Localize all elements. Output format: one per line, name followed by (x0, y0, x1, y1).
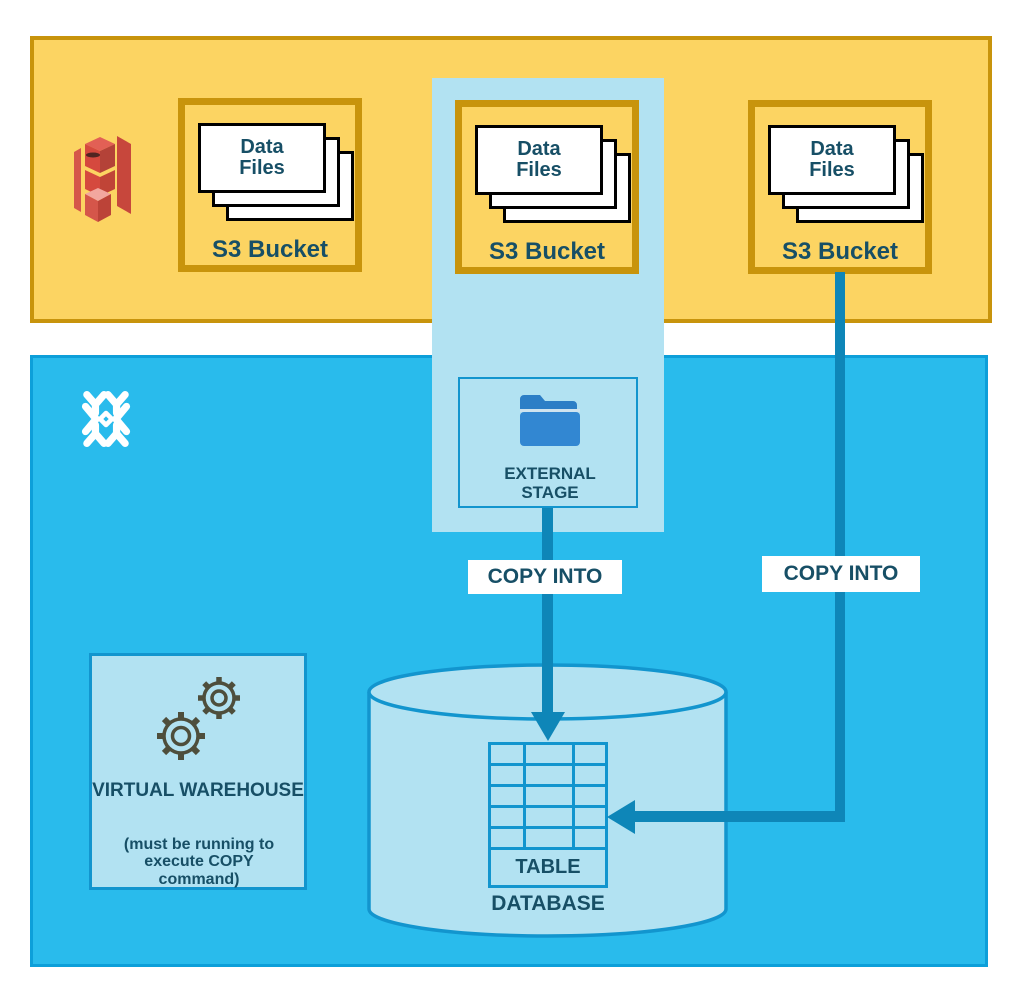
table-cell (575, 787, 605, 805)
table-label: TABLE (491, 850, 605, 885)
table-cell (526, 766, 572, 784)
data-files-label: Data Files (516, 138, 562, 181)
data-files-stack: Data Files (198, 123, 356, 223)
data-files-label: Data Files (239, 136, 285, 179)
table-cell (526, 745, 572, 763)
table-cell (526, 808, 572, 826)
table-cell (575, 745, 605, 763)
snowflake-logo-icon (81, 390, 131, 448)
data-files-stack: Data Files (768, 125, 926, 225)
table-cell (491, 745, 523, 763)
data-file-card: Data Files (198, 123, 326, 193)
virtual-warehouse-box: VIRTUAL WAREHOUSE (must be running to ex… (89, 653, 307, 890)
copy-arrow-left-head (531, 712, 565, 741)
table-cell (575, 829, 605, 847)
s3-bucket-label: S3 Bucket (211, 236, 329, 263)
table-cell (491, 787, 523, 805)
table-cell (526, 787, 572, 805)
table-cell (575, 808, 605, 826)
copy-into-label-left: COPY INTO (468, 560, 622, 594)
copy-arrow-right-vertical-shaft (835, 272, 845, 822)
data-files-stack: Data Files (475, 125, 633, 225)
copy-arrow-right-horizontal-shaft (634, 811, 845, 822)
s3-bucket-box-2: Data Files S3 Bucket (455, 100, 639, 274)
copy-into-label-right: COPY INTO (762, 556, 920, 592)
data-file-card: Data Files (768, 125, 896, 195)
s3-bucket-label: S3 Bucket (488, 238, 606, 265)
database-label: DATABASE (491, 892, 605, 915)
table-cell (526, 829, 572, 847)
s3-bucket-label: S3 Bucket (781, 238, 899, 265)
folder-icon (520, 395, 580, 446)
virtual-warehouse-label: VIRTUAL WAREHOUSE (92, 780, 304, 801)
table-cell (491, 808, 523, 826)
s3-bucket-box-1: Data Files S3 Bucket (178, 98, 362, 272)
external-stage-box: EXTERNAL STAGE (458, 377, 638, 508)
data-files-label: Data Files (809, 138, 855, 181)
aws-s3-bucket-icon (74, 136, 131, 222)
gears-icon (157, 677, 240, 760)
table-cell (575, 766, 605, 784)
copy-arrow-left-shaft (542, 508, 553, 714)
copy-arrow-right-head (607, 800, 635, 834)
table-cell (491, 766, 523, 784)
data-file-card: Data Files (475, 125, 603, 195)
external-stage-label: EXTERNAL STAGE (504, 464, 596, 502)
table-grid: TABLE (488, 742, 608, 888)
table-cell (491, 829, 523, 847)
s3-bucket-box-3: Data Files S3 Bucket (748, 100, 932, 274)
virtual-warehouse-note: (must be running to execute COPY command… (123, 836, 275, 888)
